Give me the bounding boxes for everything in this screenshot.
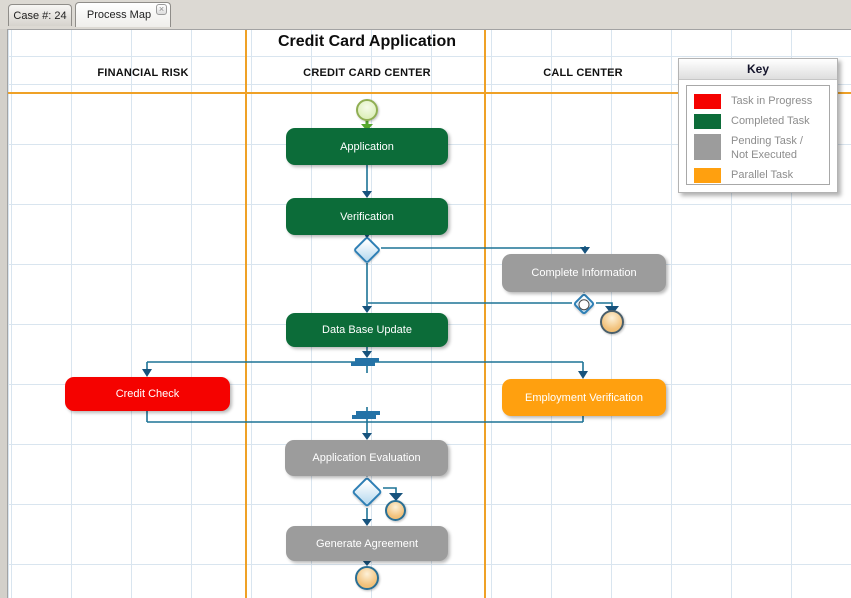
task-verification[interactable]: Verification — [286, 198, 448, 235]
diagram-area: Credit Card Application FINANCIAL RISK C… — [8, 30, 851, 598]
arrow-credit-check — [142, 369, 152, 377]
legend-label: Parallel Task — [731, 168, 794, 181]
task-employment-verification[interactable]: Employment Verification — [502, 379, 666, 416]
arrow-fork — [362, 351, 372, 358]
end-event-evaluation[interactable] — [385, 500, 406, 521]
arrow-application-evaluation — [362, 433, 372, 440]
legend-swatch-gray — [694, 134, 721, 160]
tab-case-number[interactable]: Case #: 24 — [8, 4, 72, 26]
task-credit-check-label: Credit Check — [115, 388, 180, 400]
legend-panel: Key Task in Progress Completed Task Pend… — [678, 58, 838, 193]
canvas-left-gutter — [0, 29, 7, 598]
connector-gateway2-end-event — [596, 302, 613, 307]
task-generate-agreement-label: Generate Agreement — [315, 537, 419, 550]
task-application-evaluation-label: Application Evaluation — [312, 452, 421, 464]
task-application[interactable]: Application — [286, 128, 448, 165]
arrow-database-update — [362, 306, 372, 313]
legend-title: Key — [679, 59, 837, 80]
lane-header-call-center: CALL CENTER — [543, 67, 623, 79]
lane-header-financial-risk: FINANCIAL RISK — [97, 67, 189, 79]
arrow-employment-verification — [578, 371, 588, 379]
connector-gateway3-end-event — [383, 487, 397, 493]
legend-item-completed-task: Completed Task — [694, 114, 822, 129]
lane-header-border — [8, 92, 851, 94]
tab-process-map[interactable]: Process Map × — [75, 2, 171, 27]
legend-body: Task in Progress Completed Task Pending … — [686, 85, 830, 185]
lane-header-credit-card-center: CREDIT CARD CENTER — [303, 67, 431, 79]
end-event-call-center[interactable] — [600, 310, 624, 334]
gateway-after-complete-information[interactable] — [572, 292, 596, 316]
legend-label: Task in Progress — [731, 95, 813, 107]
tab-process-map-label: Process Map — [86, 9, 152, 21]
task-credit-check[interactable]: Credit Check — [65, 377, 230, 411]
lane-border-2 — [484, 30, 486, 598]
close-icon[interactable]: × — [156, 4, 167, 15]
tab-case-label: Case #: 24 — [13, 9, 67, 22]
gateway-after-application-evaluation[interactable] — [351, 476, 383, 508]
gateway-after-verification[interactable] — [352, 235, 382, 265]
start-event[interactable] — [356, 99, 378, 121]
task-complete-information[interactable]: Complete Information — [502, 254, 666, 292]
legend-item-task-in-progress: Task in Progress — [694, 94, 822, 109]
lane-border-1 — [245, 30, 247, 598]
legend-swatch-green — [694, 114, 721, 129]
legend-label: Completed Task — [731, 115, 810, 127]
legend-item-pending-task: Pending Task / Not Executed — [694, 134, 822, 163]
task-application-label: Application — [340, 140, 394, 153]
arrow-complete-information — [580, 247, 590, 254]
process-map-canvas: Credit Card Application FINANCIAL RISK C… — [7, 29, 851, 598]
legend-swatch-red — [694, 94, 721, 109]
arrow-generate-agreement — [362, 519, 372, 526]
task-generate-agreement[interactable]: Generate Agreement — [286, 526, 448, 561]
legend-item-parallel-task: Parallel Task — [694, 167, 822, 183]
arrow-verification — [362, 191, 372, 198]
task-data-base-update-label: Data Base Update — [322, 324, 412, 336]
task-employment-verification-label: Employment Verification — [525, 391, 643, 404]
task-verification-label: Verification — [340, 210, 394, 223]
page-title: Credit Card Application — [277, 33, 457, 50]
legend-label: Pending Task / Not Executed — [731, 135, 803, 161]
gateway-event-icon — [578, 299, 590, 311]
end-event-final[interactable] — [355, 566, 379, 590]
legend-swatch-orange — [694, 167, 721, 183]
task-complete-information-label: Complete Information — [531, 267, 637, 279]
task-application-evaluation[interactable]: Application Evaluation — [285, 440, 448, 476]
task-data-base-update[interactable]: Data Base Update — [286, 313, 448, 347]
tab-bar: Case #: 24 Process Map × — [0, 0, 851, 30]
